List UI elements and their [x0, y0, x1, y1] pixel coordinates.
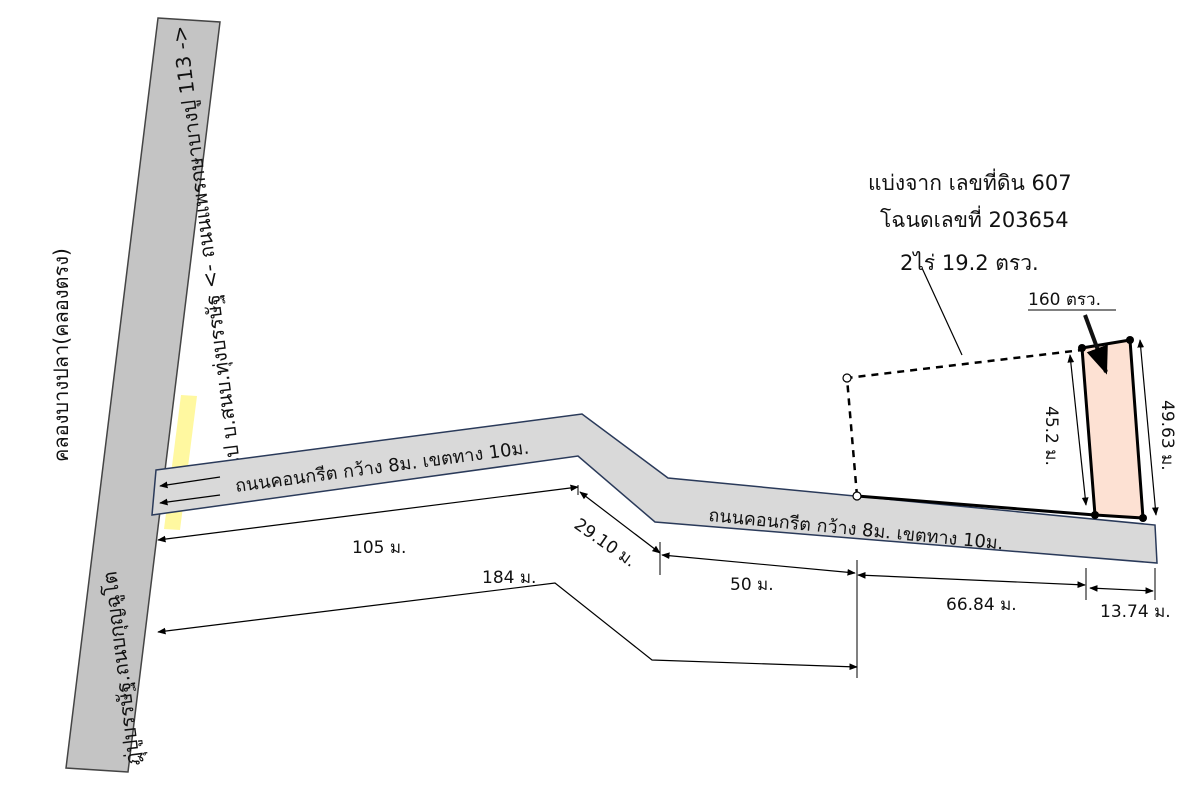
dim-49-63-line	[1137, 339, 1159, 516]
dim-184-line	[157, 582, 858, 671]
dim-49-63-label: 49.63 ม.	[1157, 400, 1177, 471]
entrance-arrow	[159, 476, 221, 489]
plot-area-arrow	[1083, 314, 1108, 375]
dim-29-10-line	[579, 491, 661, 554]
plot-corner-markers	[842, 336, 1147, 522]
info-line-1: แบ่งจาก เลขที่ดิน 607	[868, 168, 1072, 195]
dim-66-84-line	[857, 571, 1086, 589]
dim-29-10-label: 29.10 ม.	[570, 515, 639, 572]
leader-line	[921, 267, 963, 356]
dim-45-2-line	[1067, 354, 1089, 506]
subject-plot	[1080, 338, 1145, 520]
dim-50-line	[661, 552, 856, 576]
access-road	[151, 413, 1158, 564]
dim-105-label: 105 ม.	[352, 538, 406, 558]
dimension-ticks	[577, 485, 1156, 678]
info-line-2: โฉนดเลขที่ 203654	[880, 205, 1069, 232]
info-line-3: 2ไร่ 19.2 ตรว.	[900, 251, 1039, 275]
dim-50-label: 50 ม.	[730, 575, 774, 595]
dim-13-74-line	[1089, 585, 1154, 594]
dim-13-74-label: 13.74 ม.	[1100, 602, 1171, 622]
dim-184-label: 184 ม.	[482, 568, 536, 588]
plot-area-label: 160 ตรว.	[1028, 290, 1101, 310]
canal-label: คลองบางปลา(คลองตรง)	[49, 248, 73, 462]
dim-66-84-label: 66.84 ม.	[946, 595, 1017, 615]
dim-45-2-label: 45.2 ม.	[1041, 406, 1061, 466]
dim-105-line	[157, 484, 579, 543]
